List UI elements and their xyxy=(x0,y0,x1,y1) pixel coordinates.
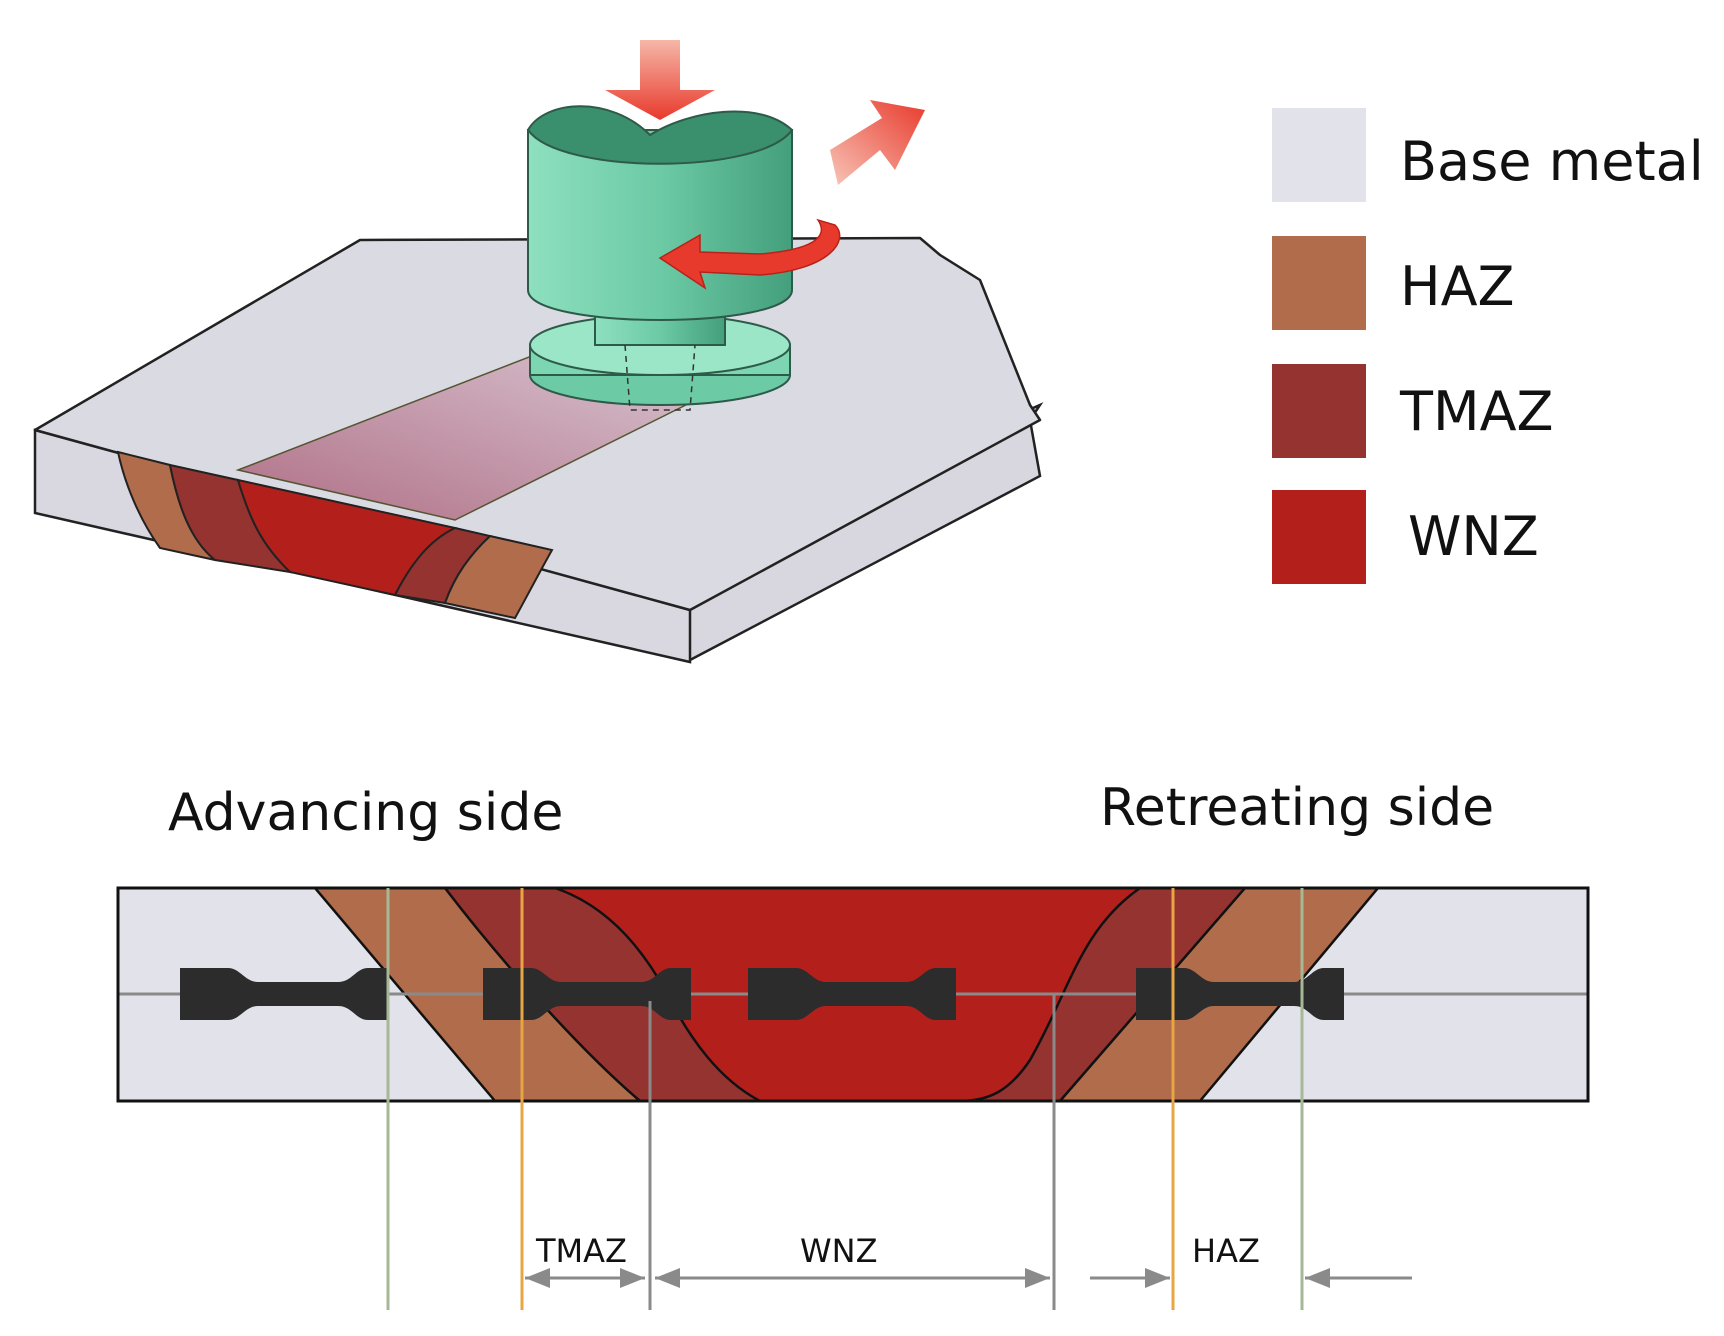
cross-section xyxy=(116,886,1590,1103)
legend-item-tmaz: TMAZ xyxy=(1272,364,1554,458)
tensile-specimen-4 xyxy=(1136,968,1344,1020)
rotation-arrow xyxy=(658,218,841,290)
tensile-specimen-2 xyxy=(483,968,691,1020)
legend-label-base-metal: Base metal xyxy=(1400,130,1704,193)
dimension-arrows xyxy=(525,1268,1412,1288)
workpiece-3d xyxy=(33,236,1044,664)
tool-pin xyxy=(624,344,696,411)
legend-label-wnz: WNZ xyxy=(1408,505,1539,568)
dimension-label-tmaz: TMAZ xyxy=(535,1232,627,1270)
cross-section-outline xyxy=(116,886,1590,1103)
legend-swatch-haz xyxy=(1272,236,1366,330)
dimension-arrowhead-wnz-right xyxy=(1025,1268,1050,1288)
legend-item-base-metal: Base metal xyxy=(1272,108,1704,202)
dimension-arrowhead-haz-left xyxy=(1145,1268,1170,1288)
legend-item-haz: HAZ xyxy=(1272,236,1515,330)
dimension-arrowhead-wnz-left xyxy=(655,1268,680,1288)
motion-arrows xyxy=(605,40,925,290)
tensile-specimen-1 xyxy=(180,968,388,1020)
tool-top-rim xyxy=(526,105,794,165)
dimension-arrowhead-haz-right xyxy=(1305,1268,1330,1288)
retreating-side-label: Retreating side xyxy=(1100,778,1494,838)
legend-swatch-base-metal xyxy=(1272,108,1366,202)
travel-direction-arrow xyxy=(830,100,925,185)
boundary-wnz-right xyxy=(959,886,1141,1103)
dimension-arrowhead-tmaz-right xyxy=(620,1268,645,1288)
advancing-side-label: Advancing side xyxy=(168,783,563,843)
legend-label-haz: HAZ xyxy=(1400,255,1515,318)
dimension-label-wnz: WNZ xyxy=(800,1232,878,1270)
dimension-arrowhead-tmaz-left xyxy=(525,1268,550,1288)
legend-swatch-wnz xyxy=(1272,490,1366,584)
dimension-label-haz: HAZ xyxy=(1192,1232,1260,1270)
down-force-arrow xyxy=(605,40,715,120)
legend: Base metal HAZ TMAZ WNZ xyxy=(1272,108,1704,584)
front-haz-right xyxy=(443,534,554,620)
legend-swatch-tmaz xyxy=(1272,364,1366,458)
tensile-specimen-3 xyxy=(748,968,956,1020)
legend-item-wnz: WNZ xyxy=(1272,490,1539,584)
guide-lines xyxy=(386,888,1304,1310)
legend-label-tmaz: TMAZ xyxy=(1399,380,1554,443)
specimens xyxy=(180,968,1344,1020)
